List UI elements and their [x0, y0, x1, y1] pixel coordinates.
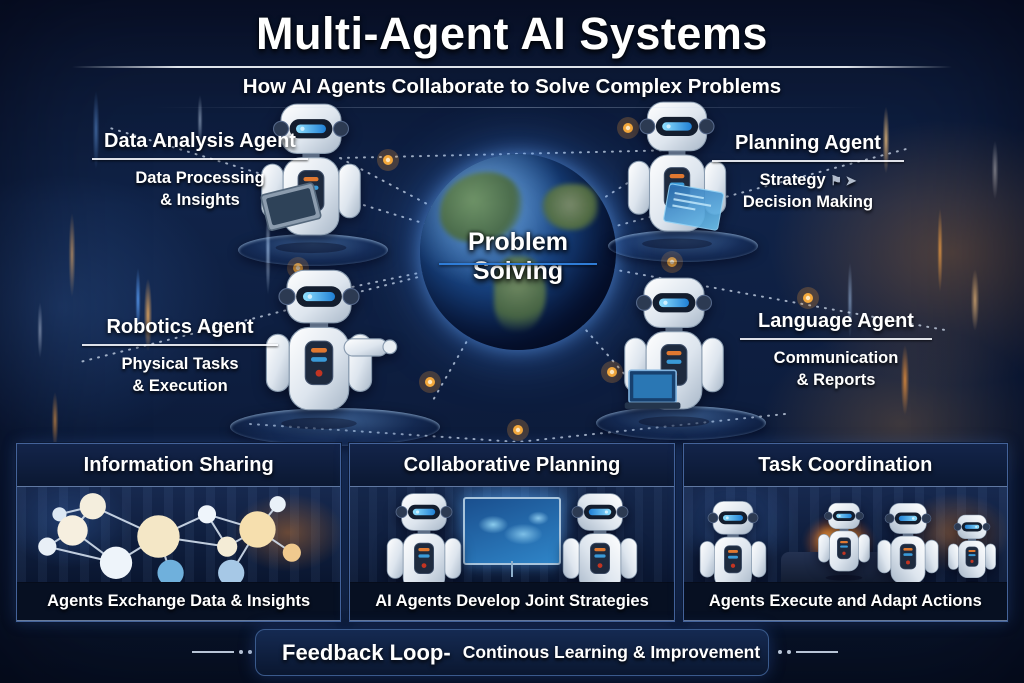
agent-detail: & Reports [796, 371, 876, 390]
agent-label-robotics: Robotics Agent Physical Tasks & Executio… [78, 316, 282, 398]
panel-title: Task Coordination [683, 444, 1007, 487]
globe-continent [542, 184, 598, 230]
robot-icon [817, 502, 870, 581]
panel-caption: Agents Exchange Data & Insights [17, 582, 341, 621]
pointing-arm-icon [343, 338, 398, 357]
robots-at-table-scene [683, 487, 1007, 582]
agent-label-data-analysis: Data Analysis Agent Data Processing & In… [88, 130, 312, 212]
robot-icon [948, 514, 996, 582]
page-subtitle: How AI Agents Collaborate to Solve Compl… [242, 75, 782, 98]
agent-detail: Communication [773, 349, 899, 367]
panel-title: Collaborative Planning [350, 444, 674, 487]
subtitle-divider [153, 107, 871, 108]
robot-icon [387, 493, 462, 582]
agent-underline [740, 338, 932, 340]
robot-language-icon [624, 277, 724, 428]
header: Multi-Agent AI Systems How AI Agents Col… [0, 0, 1024, 108]
strategy-arrows-icon: ⚑ ➤ [830, 173, 857, 188]
laptop-icon [624, 369, 681, 409]
network-nodes-icon [38, 493, 301, 582]
agent-underline [712, 160, 904, 162]
feedback-loop-bar: Feedback Loop- Continous Learning & Impr… [255, 629, 769, 676]
bottom-panels: Information Sharing Agents Exchange Data… [16, 443, 1008, 622]
agent-name: Language Agent [758, 310, 914, 332]
agent-detail: & Insights [160, 191, 240, 210]
panel-information-sharing: Information Sharing Agents Exchange Data… [16, 443, 342, 622]
agent-detail: & Execution [132, 377, 228, 396]
feedback-loop-subtitle: Continous Learning & Improvement [462, 642, 761, 662]
agent-name: Robotics Agent [106, 316, 254, 338]
dash-connector-left [192, 650, 252, 654]
agent-label-language: Language Agent Communication & Reports [736, 310, 936, 392]
panel-task-coordination: Task Coordination Agents Execute and Ada… [682, 443, 1008, 622]
panel-caption: AI Agents Develop Joint Strategies [350, 582, 674, 621]
agent-detail: Strategy ⚑ ➤ [708, 169, 908, 191]
agent-name: Planning Agent [735, 132, 881, 154]
robot-icon [699, 501, 766, 582]
screen-stand [510, 561, 513, 577]
title-divider [71, 66, 953, 68]
robots-at-screen-scene [350, 487, 674, 582]
dash-connector-right [778, 650, 838, 654]
globe-earth: Problem Solving [420, 154, 616, 350]
agent-name: Data Analysis Agent [104, 130, 296, 152]
agent-underline [82, 344, 278, 346]
robot-icon [877, 502, 939, 582]
agent-underline [92, 158, 308, 160]
problem-solving-label: Problem Solving [467, 228, 569, 285]
agent-detail: Physical Tasks [121, 355, 239, 373]
feedback-loop-title: Feedback Loop- [282, 639, 451, 665]
agent-detail: Decision Making [742, 193, 874, 212]
agent-label-planning: Planning Agent Strategy ⚑ ➤ Decision Mak… [708, 132, 908, 214]
panel-collaborative-planning: Collaborative Planning AI Agents Develop… [349, 443, 675, 622]
map-screen-icon [462, 497, 561, 565]
panel-caption: Agents Execute and Adapt Actions [683, 582, 1007, 621]
page-title: Multi-Agent AI Systems [256, 8, 768, 59]
agent-detail: Data Processing [135, 169, 265, 187]
agent-detail-text: Strategy [759, 171, 826, 189]
robot-icon [562, 493, 637, 582]
problem-solving-underline [439, 263, 597, 265]
panel-title: Information Sharing [17, 444, 341, 487]
network-diagram-scene [17, 487, 341, 582]
